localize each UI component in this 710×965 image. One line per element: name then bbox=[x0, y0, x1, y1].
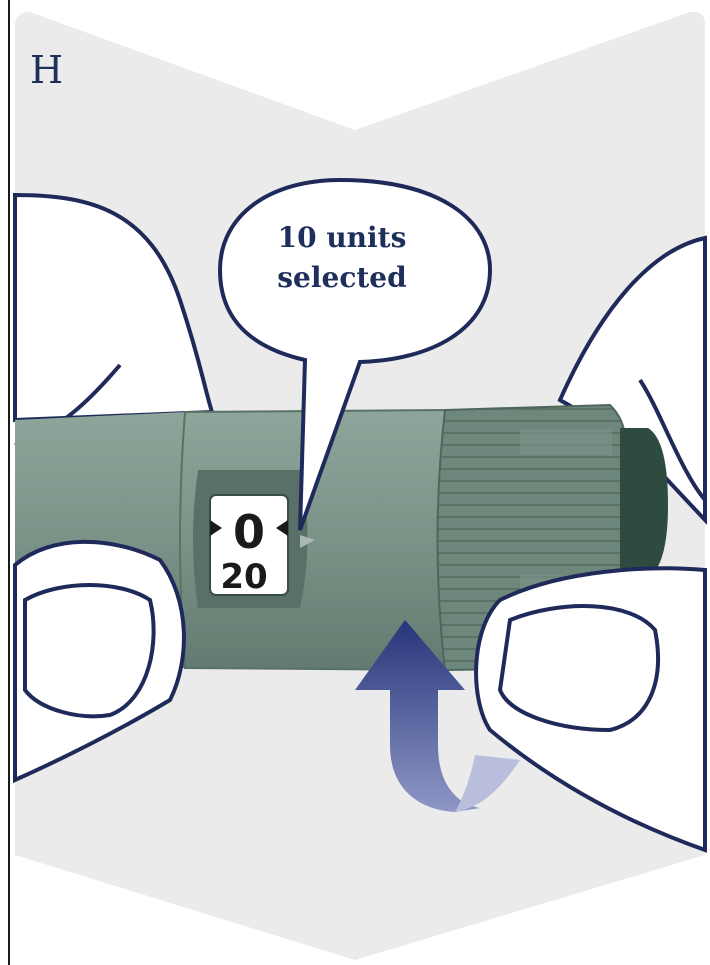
dose-bottom-number: 20 bbox=[220, 557, 267, 597]
dose-top-number: 0 bbox=[233, 505, 265, 559]
